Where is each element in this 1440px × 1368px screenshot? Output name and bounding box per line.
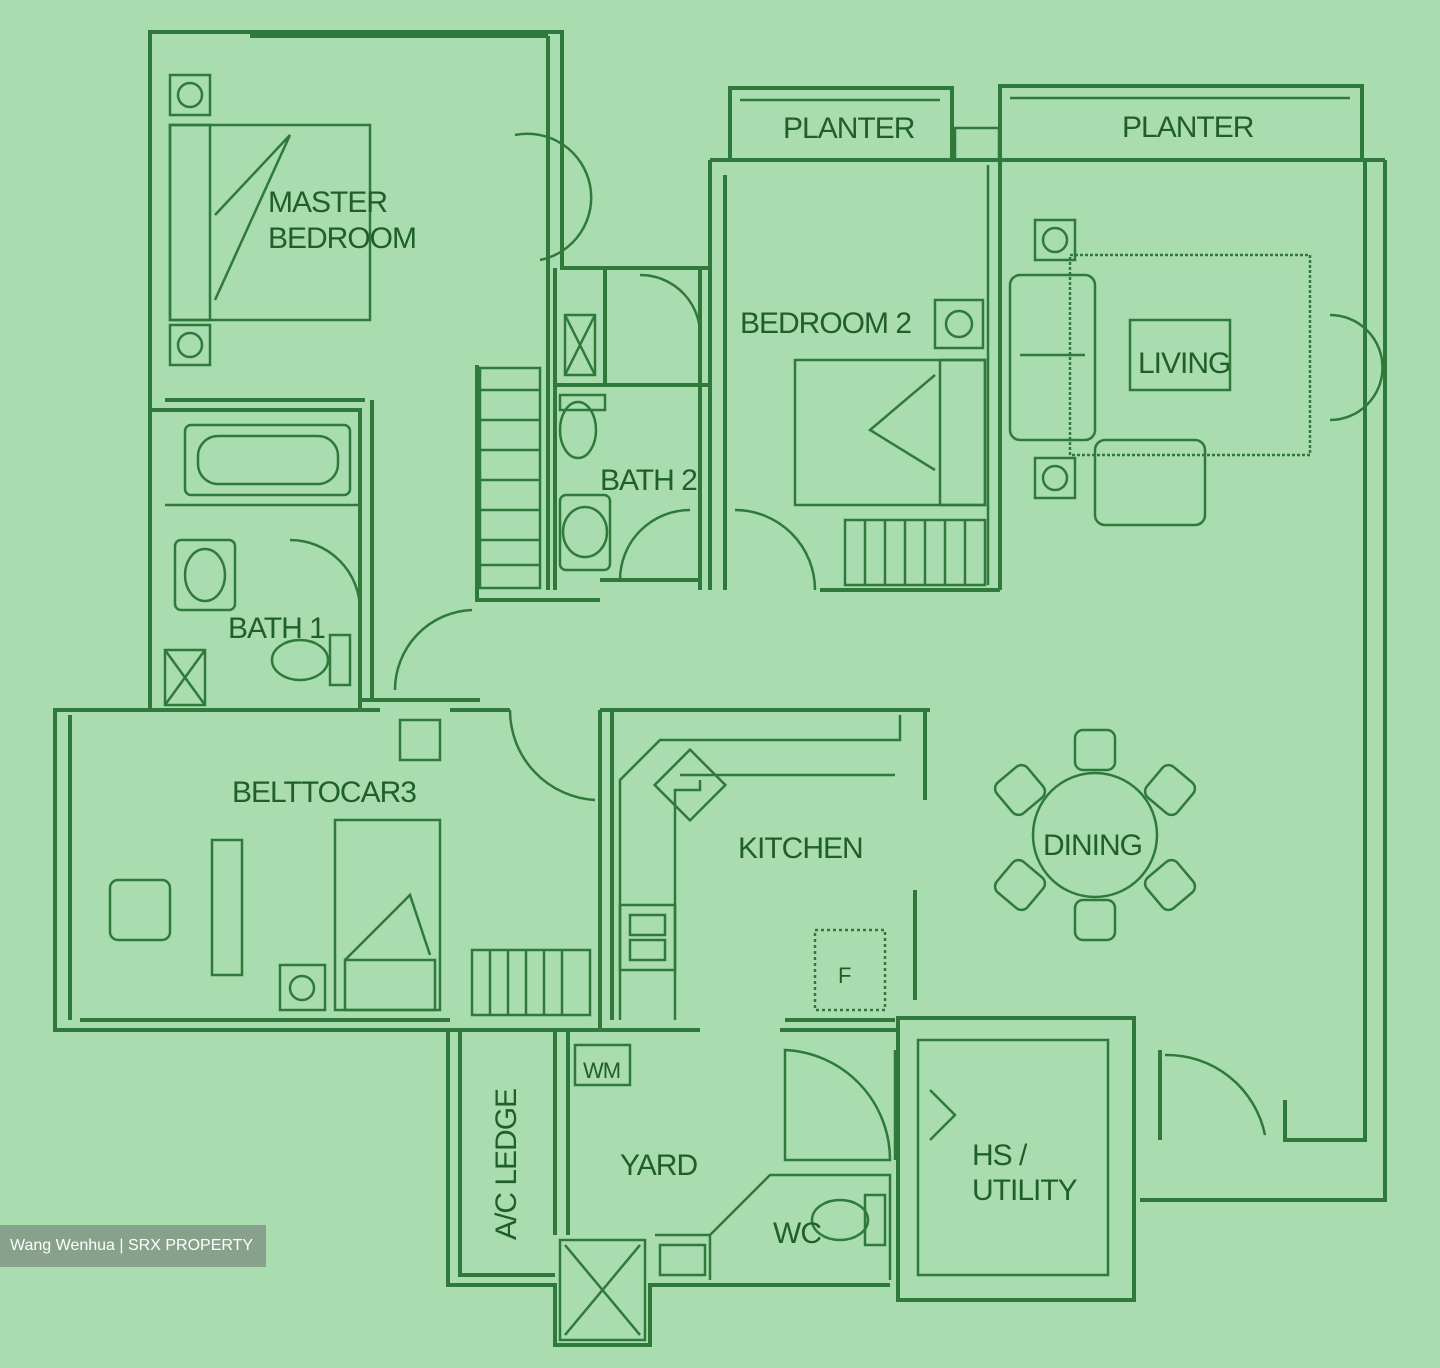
- bedroom-3-label: BELTTOCAR3: [232, 776, 416, 809]
- doors: [289, 132, 1384, 1162]
- hs-utility-label-line2: UTILITY: [972, 1174, 1078, 1207]
- living-label: LIVING: [1138, 347, 1230, 380]
- bedroom-3-wardrobe: [470, 948, 592, 1017]
- bath-1-label: BATH 1: [228, 612, 325, 645]
- hs-utility-label-line1: HS /: [972, 1139, 1028, 1172]
- wardrobe: [478, 366, 542, 590]
- outer-walls: [53, 30, 1387, 1347]
- bedroom-2-label: BEDROOM 2: [740, 307, 911, 340]
- planter-right-label: PLANTER: [1122, 111, 1254, 144]
- yard-label: YARD: [620, 1149, 697, 1182]
- dining-table: [993, 728, 1197, 942]
- planter-left-label: PLANTER: [783, 112, 915, 145]
- bath-2-label: BATH 2: [600, 464, 697, 497]
- bedroom-2-wardrobe: [843, 518, 987, 587]
- dining-label: DINING: [1043, 829, 1142, 862]
- room-labels: MASTER BEDROOM PLANTER PLANTER BEDROOM 2…: [228, 111, 1255, 1250]
- master-bedroom-label-line2: BEDROOM: [268, 222, 416, 255]
- ac-ledge-label: A/C LEDGE: [490, 1089, 523, 1240]
- fridge-label: F: [838, 963, 851, 988]
- wc-label: WC: [773, 1217, 821, 1250]
- wm-label: WM: [583, 1058, 620, 1083]
- watermark: Wang Wenhua | SRX PROPERTY: [0, 1225, 266, 1267]
- master-bedroom-label-line1: MASTER: [268, 186, 387, 219]
- fixtures: [108, 73, 1312, 1342]
- kitchen-label: KITCHEN: [738, 832, 863, 865]
